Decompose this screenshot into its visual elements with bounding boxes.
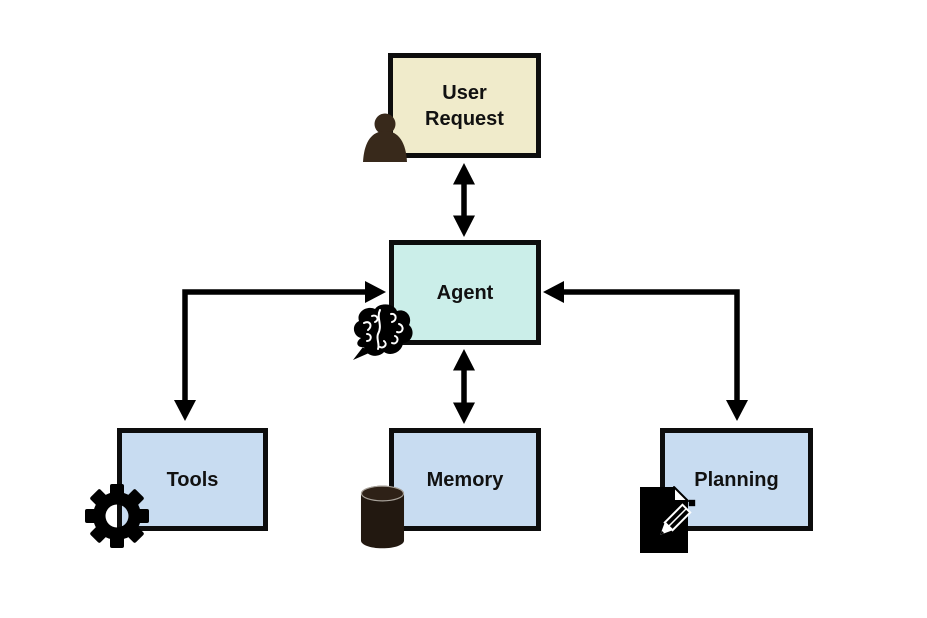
gear-icon: [85, 484, 149, 548]
arrowhead-left: [543, 281, 564, 303]
arrowhead-down: [174, 400, 196, 421]
node-memory: Memory: [389, 428, 541, 531]
node-tools-label: Tools: [166, 468, 219, 491]
node-user-request: User Request: [388, 53, 541, 158]
arrowhead-up: [453, 163, 475, 185]
edge-user-request-agent: [453, 163, 475, 237]
edge-tools-agent: [174, 281, 386, 421]
arrowhead-down: [726, 400, 748, 421]
node-user-request-label: User Request: [425, 81, 504, 130]
document-pencil-icon: [640, 486, 696, 553]
node-planning-label: Planning: [694, 468, 779, 491]
node-agent-label: Agent: [436, 281, 494, 304]
arrowhead-right: [365, 281, 386, 303]
arrowhead-down: [453, 402, 475, 424]
node-memory-label: Memory: [426, 468, 504, 491]
brain-icon: [353, 304, 413, 360]
database-icon: [360, 485, 405, 549]
arrowhead-down: [453, 215, 475, 237]
node-agent: Agent: [389, 240, 541, 345]
edge-agent-memory: [453, 349, 475, 424]
edge-planning-agent: [543, 281, 748, 421]
person-icon: [363, 113, 407, 162]
arrowhead-up: [453, 349, 475, 371]
pencil-glyph: [660, 499, 696, 535]
